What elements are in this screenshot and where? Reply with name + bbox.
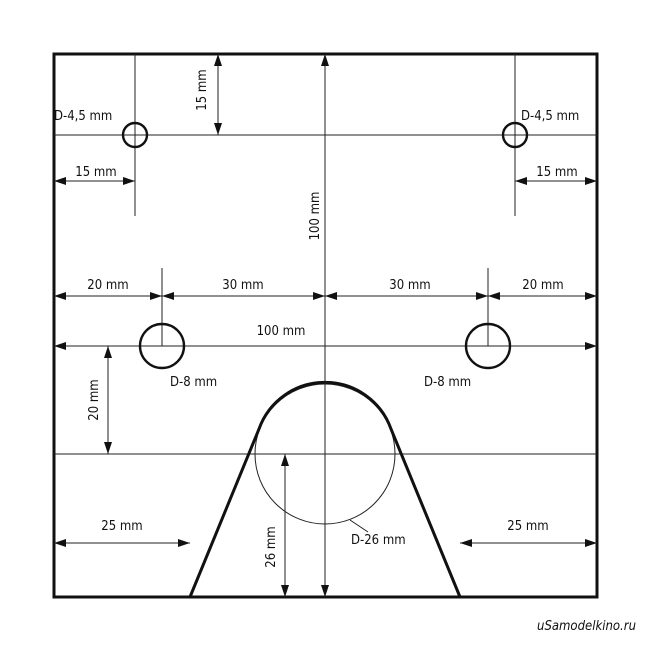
arrowheads: [54, 54, 597, 597]
label-dim-15-left: 15 mm: [75, 165, 116, 180]
label-arc-diameter: D-26 mm: [351, 533, 406, 548]
label-dim-25-left: 25 mm: [101, 519, 142, 534]
label-dim-100-horizontal: 100 mm: [257, 324, 306, 339]
label-hole-small-left: D-4,5 mm: [54, 109, 112, 124]
hole-large-right: [464, 322, 512, 370]
label-dim-30-right: 30 mm: [389, 278, 430, 293]
label-dim-20-vertical: 20 mm: [87, 379, 102, 420]
label-hole-small-right: D-4,5 mm: [521, 109, 579, 124]
site-watermark: uSamodelkino.ru: [537, 619, 636, 634]
label-dim-15-top: 15 mm: [195, 69, 210, 110]
label-hole-large-left: D-8 mm: [170, 375, 217, 390]
hole-large-left: [138, 322, 186, 370]
label-dim-26-vertical: 26 mm: [264, 526, 279, 567]
label-dim-20-right: 20 mm: [522, 278, 563, 293]
label-dim-20-left: 20 mm: [87, 278, 128, 293]
label-dim-100-vertical: 100 mm: [308, 192, 323, 241]
label-dim-15-right: 15 mm: [536, 165, 577, 180]
label-dim-25-right: 25 mm: [507, 519, 548, 534]
label-hole-large-right: D-8 mm: [424, 375, 471, 390]
hole-small-left: [121, 121, 149, 149]
hole-small-right: [501, 121, 529, 149]
dim-leader-d26: [349, 519, 369, 533]
label-dim-30-left: 30 mm: [222, 278, 263, 293]
